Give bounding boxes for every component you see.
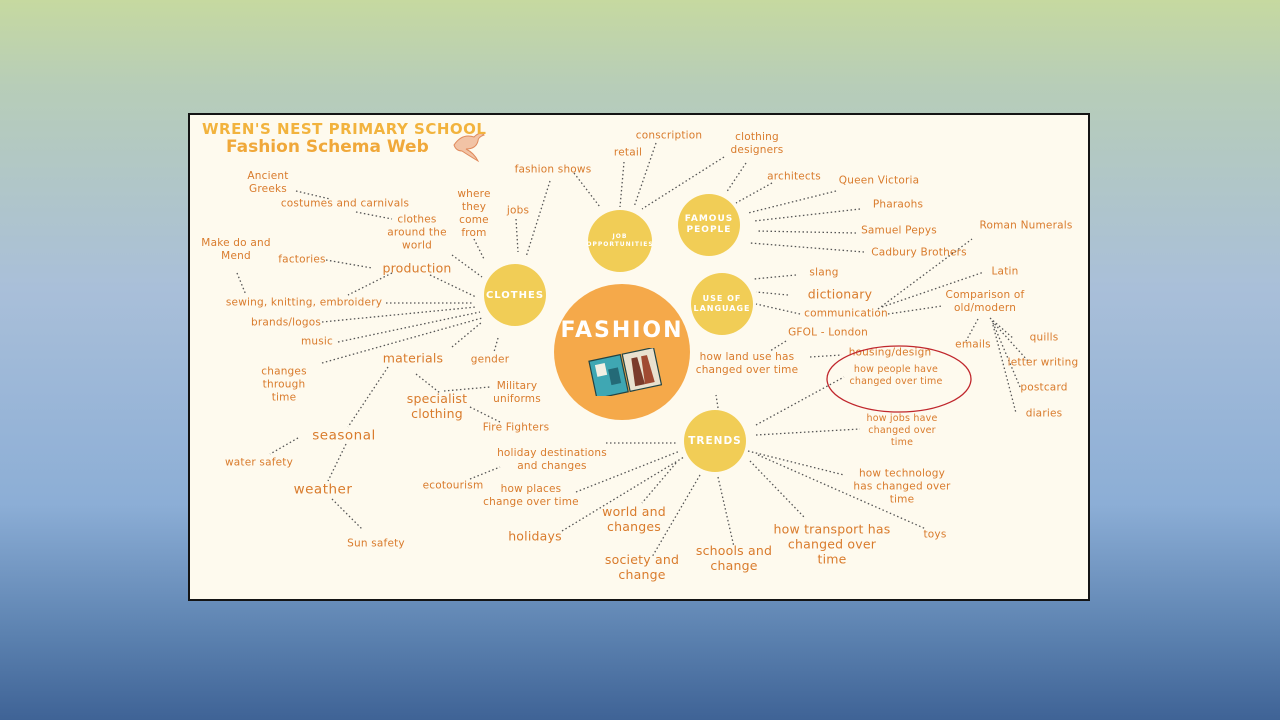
label-pharaohs: Pharaohs	[872, 198, 924, 211]
label-samuel-pepys: Samuel Pepys	[861, 224, 937, 237]
label-factories: factories	[278, 253, 326, 266]
hub-clothes: CLOTHES	[484, 264, 546, 326]
label-letter-writing: letter writing	[1007, 356, 1079, 369]
label-changes-through-time: changes through time	[261, 365, 307, 404]
label-clothes-around-world: clothes around the world	[387, 213, 447, 252]
label-gender: gender	[470, 353, 510, 366]
schema-web-slide: WREN'S NEST PRIMARY SCHOOL Fashion Schem…	[188, 113, 1090, 601]
label-communication: communication	[804, 307, 888, 320]
connector-lines	[236, 142, 1029, 558]
label-retail: retail	[613, 146, 643, 159]
school-name: WREN'S NEST PRIMARY SCHOOL	[202, 120, 487, 138]
label-where-they-come-from: where they come from	[457, 188, 491, 239]
label-emails: emails	[955, 338, 991, 351]
label-latin: Latin	[991, 265, 1019, 278]
page-title: Fashion Schema Web	[226, 137, 429, 157]
label-water-safety: water safety	[224, 456, 294, 469]
label-holidays: holidays	[508, 528, 562, 544]
label-toys: toys	[923, 528, 947, 541]
label-how-people-have-changed: how people have changed over time	[849, 364, 943, 387]
label-production: production	[382, 260, 452, 276]
label-cadbury-brothers: Cadbury Brothers	[871, 246, 967, 259]
label-comparison-old-modern: Comparison of old/modern	[945, 289, 1025, 314]
label-how-transport-changed: how transport has changed over time	[773, 521, 891, 567]
label-music: music	[300, 335, 334, 348]
label-slang: slang	[809, 266, 839, 279]
label-military-uniforms: Military uniforms	[493, 380, 541, 405]
hub-fashion-label: FASHION	[560, 318, 684, 343]
label-ancient-greeks: Ancient Greeks	[247, 170, 289, 195]
label-architects: architects	[767, 170, 821, 183]
label-make-do-and-mend: Make do and Mend	[201, 237, 271, 262]
label-materials: materials	[382, 350, 444, 366]
label-weather: weather	[293, 481, 353, 498]
hub-job-opportunities: JOB OPPORTUNITIES	[586, 210, 653, 272]
label-queen-victoria: Queen Victoria	[838, 174, 920, 187]
hub-use-of-language: USE OF LANGUAGE	[691, 273, 753, 335]
hub-fashion: FASHION	[554, 284, 690, 420]
label-schools-and-change: schools and change	[695, 543, 773, 573]
label-conscription: conscription	[635, 129, 703, 142]
label-costumes-and-carnivals: costumes and carnivals	[280, 197, 410, 210]
bird-logo-icon	[453, 132, 485, 163]
label-how-technology-changed: how technology has changed over time	[853, 467, 951, 506]
label-roman-numerals: Roman Numerals	[979, 219, 1073, 232]
label-clothing-designers: clothing designers	[730, 131, 784, 156]
label-fire-fighters: Fire Fighters	[482, 421, 550, 434]
label-seasonal: seasonal	[312, 427, 376, 444]
label-land-use: how land use has changed over time	[695, 351, 799, 376]
label-sun-safety: Sun safety	[347, 537, 405, 550]
label-jobs: jobs	[506, 204, 530, 217]
label-specialist-clothing: specialist clothing	[406, 391, 468, 421]
label-dictionary: dictionary	[807, 286, 873, 302]
label-housing-design: housing/design	[848, 346, 932, 359]
hub-famous-people: FAMOUS PEOPLE	[678, 194, 740, 256]
label-diaries: diaries	[1025, 407, 1063, 420]
label-world-and-changes: world and changes	[602, 504, 666, 534]
label-gfol-london: GFOL - London	[788, 326, 868, 339]
label-fashion-shows: fashion shows	[514, 163, 592, 176]
label-quills: quills	[1029, 331, 1059, 344]
label-society-and-change: society and change	[604, 552, 680, 582]
hub-trends: TRENDS	[684, 410, 746, 472]
label-ecotourism: ecotourism	[422, 479, 484, 492]
fashion-magazine-icon	[588, 348, 662, 396]
label-sewing-knitting-embroidery: sewing, knitting, embroidery	[225, 296, 383, 309]
label-postcard: postcard	[1020, 381, 1068, 394]
label-brands-logos: brands/logos	[250, 316, 322, 329]
label-how-jobs-have-changed: how jobs have changed over time	[866, 413, 938, 448]
label-how-places-change: how places change over time	[483, 483, 579, 508]
label-holiday-destinations: holiday destinations and changes	[497, 447, 607, 472]
